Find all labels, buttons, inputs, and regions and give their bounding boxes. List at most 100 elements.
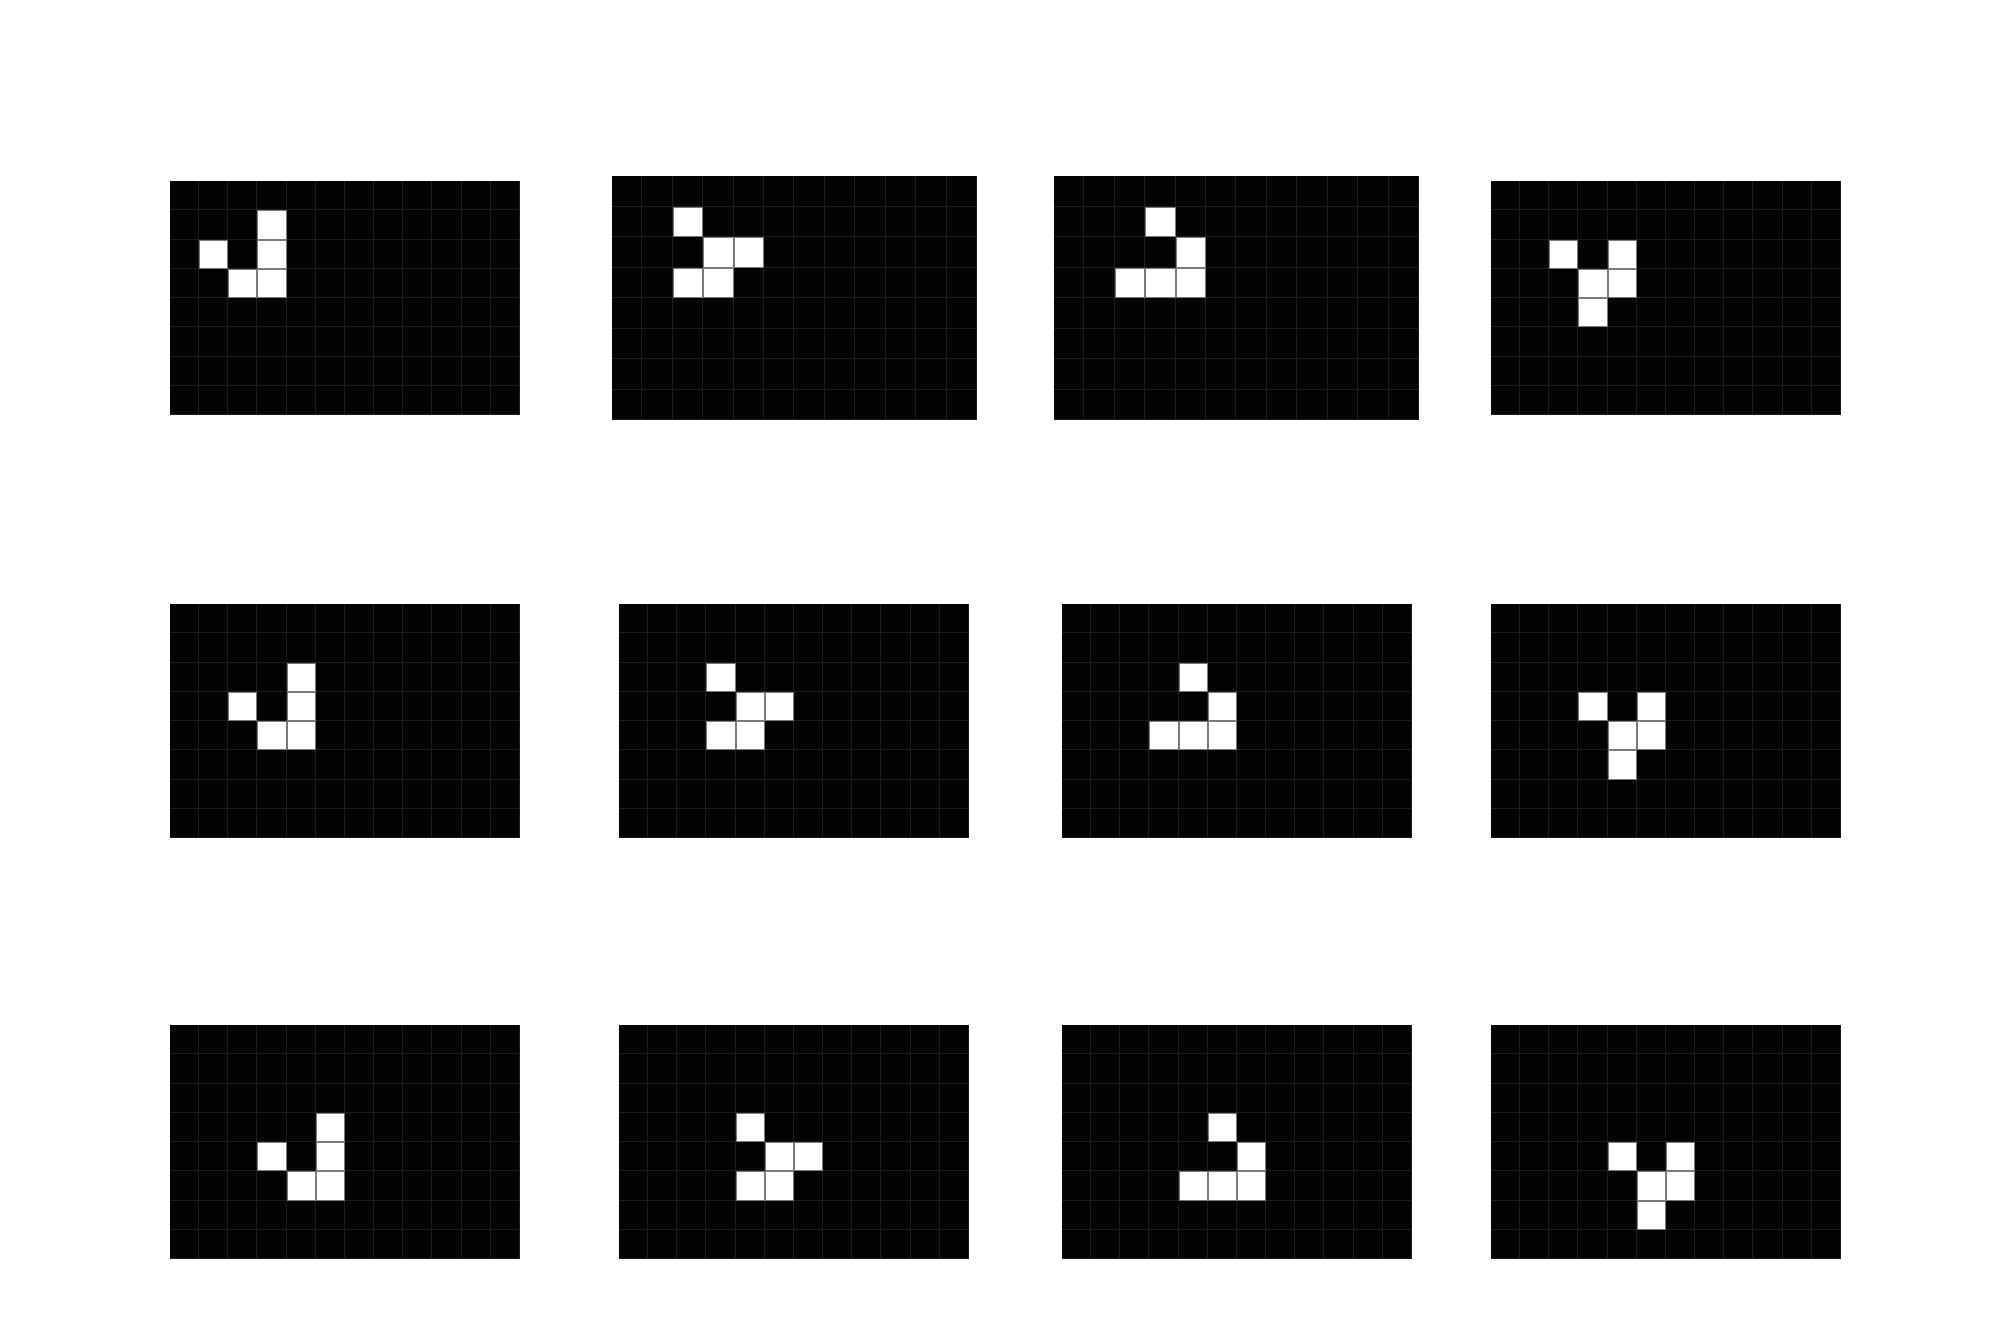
dead-cell	[1782, 1083, 1812, 1113]
dead-cell	[648, 1142, 678, 1172]
dead-cell	[939, 779, 969, 809]
dead-cell	[1578, 779, 1608, 809]
dead-cell	[315, 1200, 345, 1230]
dead-cell	[916, 328, 947, 359]
dead-cell	[1782, 721, 1812, 751]
grid-panel-r3c3	[1062, 1025, 1412, 1259]
dead-cell	[1724, 327, 1754, 357]
dead-cell	[286, 1112, 316, 1142]
dead-cell	[910, 721, 940, 751]
dead-cell	[1297, 176, 1328, 207]
dead-cell	[344, 1054, 375, 1084]
dead-cell	[1607, 691, 1637, 721]
dead-cell	[1549, 1083, 1579, 1113]
dead-cell	[881, 691, 911, 721]
dead-cell	[1236, 1112, 1267, 1142]
dead-cell	[648, 604, 678, 634]
live-cell	[286, 1171, 316, 1201]
dead-cell	[852, 691, 882, 721]
dead-cell	[1145, 328, 1176, 359]
dead-cell	[1145, 359, 1176, 390]
dead-cell	[1114, 206, 1146, 237]
dead-cell	[403, 633, 433, 663]
dead-cell	[1353, 1025, 1383, 1055]
dead-cell	[1120, 1171, 1150, 1201]
dead-cell	[1724, 721, 1754, 751]
dead-cell	[1149, 691, 1179, 721]
dead-cell	[1353, 1083, 1383, 1113]
dead-cell	[1353, 662, 1383, 692]
dead-cell	[793, 750, 824, 780]
dead-cell	[1236, 750, 1267, 780]
dead-cell	[1782, 1054, 1812, 1084]
dead-cell	[1353, 779, 1383, 809]
dead-cell	[1753, 298, 1783, 328]
dead-cell	[374, 662, 404, 692]
dead-cell	[1266, 808, 1296, 838]
dead-cell	[881, 750, 911, 780]
dead-cell	[1353, 604, 1383, 634]
dead-cell	[852, 1112, 882, 1142]
grid-panel-r3c1	[170, 1025, 520, 1259]
dead-cell	[461, 1229, 491, 1259]
dead-cell	[1178, 1054, 1208, 1084]
dead-cell	[881, 604, 911, 634]
dead-cell	[199, 1229, 229, 1259]
dead-cell	[1266, 176, 1298, 207]
dead-cell	[881, 1112, 911, 1142]
dead-cell	[885, 267, 917, 298]
dead-cell	[286, 750, 316, 780]
dead-cell	[648, 633, 678, 663]
dead-cell	[1695, 1083, 1725, 1113]
dead-cell	[344, 239, 375, 269]
dead-cell	[1607, 662, 1637, 692]
dead-cell	[1149, 750, 1179, 780]
dead-cell	[199, 604, 229, 634]
dead-cell	[852, 1229, 882, 1259]
dead-cell	[1207, 1083, 1237, 1113]
dead-cell	[1695, 691, 1725, 721]
dead-cell	[228, 662, 258, 692]
dead-cell	[735, 662, 765, 692]
dead-cell	[1062, 1083, 1092, 1113]
dead-cell	[764, 1054, 794, 1084]
dead-cell	[794, 389, 825, 420]
dead-cell	[1062, 721, 1092, 751]
dead-cell	[199, 1054, 229, 1084]
dead-cell	[823, 633, 853, 663]
dead-cell	[823, 1112, 853, 1142]
dead-cell	[1266, 298, 1298, 329]
dead-cell	[619, 1112, 649, 1142]
dead-cell	[228, 779, 258, 809]
dead-cell	[1695, 633, 1725, 663]
dead-cell	[344, 779, 375, 809]
dead-cell	[403, 268, 433, 298]
dead-cell	[257, 298, 287, 328]
live-cell	[1665, 1171, 1696, 1201]
dead-cell	[1353, 808, 1383, 838]
dead-cell	[1753, 779, 1783, 809]
dead-cell	[403, 210, 433, 240]
dead-cell	[1549, 181, 1579, 211]
live-cell	[199, 239, 229, 269]
dead-cell	[1236, 359, 1267, 390]
dead-cell	[939, 662, 969, 692]
dead-cell	[1724, 662, 1754, 692]
dead-cell	[1120, 604, 1150, 634]
dead-cell	[642, 389, 673, 420]
dead-cell	[257, 356, 287, 386]
live-cell	[1665, 1142, 1696, 1172]
dead-cell	[916, 206, 947, 237]
dead-cell	[461, 779, 491, 809]
dead-cell	[1266, 1112, 1296, 1142]
live-cell	[257, 721, 287, 751]
dead-cell	[1120, 750, 1150, 780]
dead-cell	[1607, 1083, 1637, 1113]
dead-cell	[1054, 298, 1085, 329]
dead-cell	[939, 721, 969, 751]
dead-cell	[1491, 298, 1521, 328]
dead-cell	[764, 1200, 794, 1230]
dead-cell	[461, 268, 491, 298]
dead-cell	[735, 779, 765, 809]
dead-cell	[939, 1142, 969, 1172]
